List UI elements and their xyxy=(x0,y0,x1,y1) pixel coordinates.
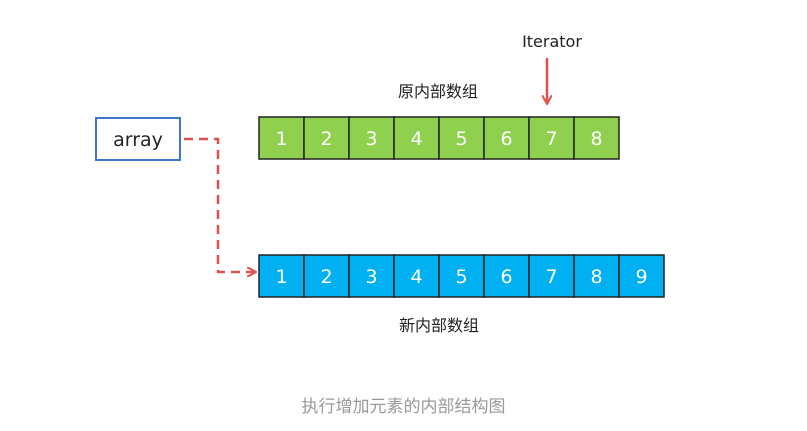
new-array-cell xyxy=(573,254,620,298)
new-array-cell xyxy=(303,254,350,298)
new-array-cell-value: 1 xyxy=(275,266,287,288)
old-array-cell xyxy=(303,116,350,160)
new-array-cell xyxy=(528,254,575,298)
new-array-cell xyxy=(618,254,665,298)
new-array-cell-value: 3 xyxy=(365,266,377,288)
new-array-cell xyxy=(438,254,485,298)
new-array-cell-value: 5 xyxy=(455,266,467,288)
new-array-cell-value: 7 xyxy=(545,266,557,288)
figure-caption: 执行增加元素的内部结构图 xyxy=(301,397,506,417)
array-pointer-box xyxy=(95,117,181,161)
old-array-cell xyxy=(573,116,620,160)
new-internal-array: 1 2 3 4 5 6 7 8 9 xyxy=(258,254,665,298)
old-array-cell xyxy=(258,116,305,160)
new-array-cell xyxy=(393,254,440,298)
new-array-cell-value: 2 xyxy=(320,266,332,288)
old-internal-array: 1 2 3 4 5 6 7 8 xyxy=(258,116,620,160)
old-array-label: 原内部数组 xyxy=(398,82,478,101)
new-array-cell-value: 6 xyxy=(500,266,512,288)
old-array-cell-value: 3 xyxy=(365,128,377,150)
old-array-cell-value: 6 xyxy=(500,128,512,150)
old-array-cell-value: 1 xyxy=(275,128,287,150)
old-array-cell-value: 5 xyxy=(455,128,467,150)
new-array-cell xyxy=(258,254,305,298)
old-array-cell-value: 8 xyxy=(590,128,602,150)
iterator-label: Iterator xyxy=(522,32,582,51)
new-array-cell xyxy=(483,254,530,298)
new-array-cell-value: 8 xyxy=(590,266,602,288)
new-array-cell-value: 4 xyxy=(410,266,422,288)
array-pointer-label: array xyxy=(113,129,163,151)
old-array-cell-value: 2 xyxy=(320,128,332,150)
old-array-cell-value: 4 xyxy=(410,128,422,150)
new-array-label: 新内部数组 xyxy=(399,316,479,335)
new-array-cell-value: 9 xyxy=(635,266,647,288)
old-array-cell-value: 7 xyxy=(545,128,557,150)
array-reference-arrow xyxy=(184,137,255,272)
